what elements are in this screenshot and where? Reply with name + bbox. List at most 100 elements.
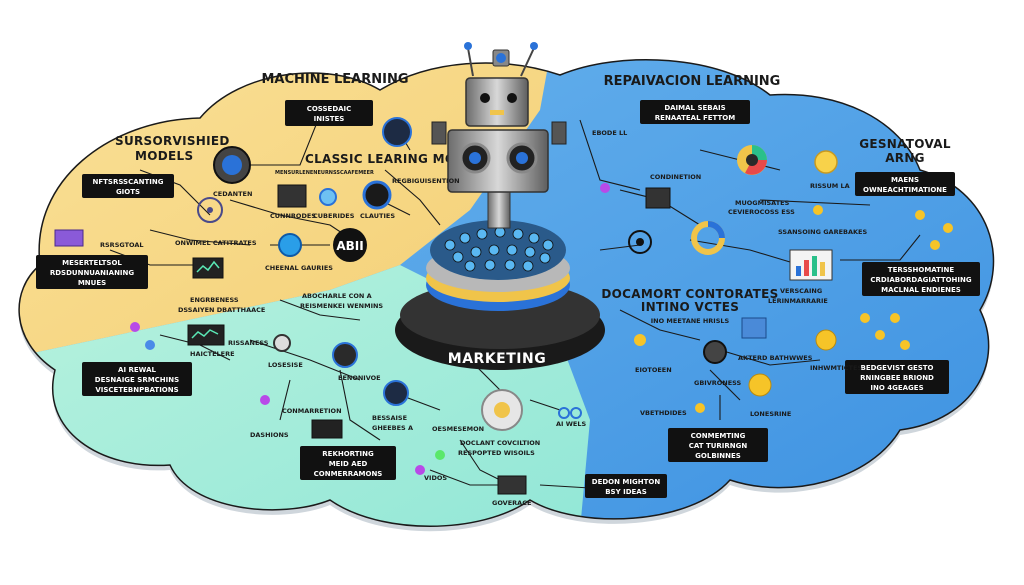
box-nftsrs: NFTSRSSCANTING GIOTS: [82, 174, 174, 198]
label-engrbeness: ENGRBENESS: [190, 296, 239, 304]
document-sub: INO MEETANE HRISLS: [651, 317, 730, 325]
svg-text:BSY IDEAS: BSY IDEAS: [605, 488, 647, 496]
label-goverace: GOVERACE: [492, 499, 531, 507]
target-icon: [628, 230, 652, 254]
label-inhwmtictes: INHWMTICTES: [810, 364, 862, 372]
laptop-icon: [497, 475, 527, 495]
label-cunnrodes: CUNNRODES: [270, 212, 316, 220]
svg-text:DEDON MIGHTON: DEDON MIGHTON: [592, 478, 661, 486]
svg-text:DESNAIGE SRMCHINS: DESNAIGE SRMCHINS: [95, 376, 179, 384]
label-cuberides: CUBERIDES: [313, 212, 355, 220]
label-cevierocoss: CEVIEROCOSS ESS: [728, 208, 795, 216]
gear-icon: [703, 340, 727, 364]
monitor-icon: [192, 257, 224, 279]
label-rissaness: RISSANESS: [228, 339, 269, 347]
label-gbivroness: GBIVRONESS: [694, 379, 742, 387]
svg-text:MACLNAL ENDIENES: MACLNAL ENDIENES: [881, 286, 961, 294]
label-vidos: VIDOS: [424, 474, 447, 482]
box-conmemting: CONMEMTING CAT TURIRNGN GOLBINNES: [668, 428, 768, 462]
generative-title-2: ARNG: [885, 151, 925, 165]
bar-chart-icon: [789, 249, 833, 281]
svg-text:INISTES: INISTES: [314, 115, 345, 123]
label-reismenkei: REISMENKEI WENMINS: [300, 302, 383, 310]
label-gheebes: GHEEBES A: [372, 424, 413, 432]
central-robot: MARKETING: [395, 42, 605, 370]
label-verscaing: VERSCAING: [780, 287, 822, 295]
svg-text:VISCETEBNPBATIONS: VISCETEBNPBATIONS: [95, 386, 178, 394]
svg-text:RNINGBEE BRIOND: RNINGBEE BRIOND: [860, 374, 934, 382]
server-icon: [741, 317, 767, 339]
label-rissum: RISSUM LA: [810, 182, 850, 190]
robot-head: [465, 77, 529, 127]
label-cedanten: CEDANTEN: [213, 190, 252, 198]
box-reinforcement: DAIMAL SEBAIS RENAATEAL FETTOM: [640, 100, 750, 124]
generative-title: GESNATOVAL: [859, 137, 951, 151]
svg-text:COSSEDAIC: COSSEDAIC: [307, 105, 352, 113]
chip-icon: [383, 380, 409, 406]
circuit-icon: [645, 187, 671, 209]
node-dots: [130, 183, 823, 475]
box-bedgevist: BEDGEVIST GESTO RNINGBEE BRIOND INO 4GEA…: [845, 360, 949, 394]
label-vbethdides: VBETHDIDES: [640, 409, 687, 417]
svg-text:TERSSHOMATINE: TERSSHOMATINE: [888, 266, 955, 274]
label-lerinmarrarie: LERINMARRARIE: [768, 297, 828, 305]
chain-links-icon: [558, 407, 582, 419]
svg-text:BEDGEVIST GESTO: BEDGEVIST GESTO: [860, 364, 933, 372]
abii-label: ABII: [336, 239, 363, 253]
box-ai-rewal: AI REWAL DESNAIGE SRMCHINS VISCETEBNPBAT…: [82, 362, 192, 396]
svg-text:GOLBINNES: GOLBINNES: [695, 452, 741, 460]
dashboard-icon: [187, 324, 225, 346]
svg-text:CRDIABORDAGIATTOHING: CRDIABORDAGIATTOHING: [870, 276, 971, 284]
label-conduction: CONDINETION: [650, 173, 701, 181]
box-tersshomatine: TERSSHOMATINE CRDIABORDAGIATTOHING MACLN…: [862, 262, 980, 296]
stack-icon: [54, 229, 84, 247]
label-oesmesemon: OESMESEMON: [432, 425, 484, 433]
big-gear-icon: [481, 389, 523, 431]
label-lonesrine: LONESRINE: [750, 410, 791, 418]
molecule-icon: [319, 188, 337, 206]
svg-text:NFTSRSSCANTING: NFTSRSSCANTING: [92, 178, 163, 186]
label-ssansoing: SSANSOING GAREBAKES: [778, 228, 867, 236]
cube-icon: [277, 184, 307, 208]
label-regbiguisention: REGBIGUISENTION: [392, 177, 460, 185]
label-respopted: RESPOPTED WISOILS: [458, 449, 535, 457]
box-rekhorting: REKHORTING MEID AED CONMERRAMONS: [300, 446, 396, 480]
box-generative: MAENS OWNEACHTIMATIONE: [855, 172, 955, 196]
label-onwimel: ONWIMEL CATITRATES: [175, 239, 257, 247]
label-muogmisates: MUOGMISATES: [735, 199, 790, 207]
donut-chart-icon: [691, 221, 725, 255]
svg-text:CONMERRAMONS: CONMERRAMONS: [314, 470, 383, 478]
label-dashions: DASHIONS: [250, 431, 289, 439]
magnifier-icon: [273, 334, 291, 352]
svg-text:RDSDUNNUANIANING: RDSDUNNUANIANING: [50, 269, 135, 277]
document-title-2: INTINO VCTES: [641, 300, 739, 314]
abii-chip-icon: ABII: [333, 228, 367, 262]
svg-text:CONMEMTING: CONMEMTING: [691, 432, 746, 440]
document-title: DOCAMORT CONTORATES: [601, 287, 778, 301]
label-cheenal: CHEENAL GAURIES: [265, 264, 333, 272]
label-conmarretion: CONMARRETION: [282, 407, 342, 415]
label-losesise: LOSESISE: [268, 361, 303, 369]
cloud-outline: [18, 59, 995, 527]
video-player-icon: [311, 419, 343, 439]
svg-text:GIOTS: GIOTS: [116, 188, 140, 196]
svg-text:MEID AED: MEID AED: [329, 460, 368, 468]
ml-title: MACHINE LEARNING: [261, 72, 408, 87]
reinforcement-title: REPAIVACION LEARNING: [604, 74, 781, 89]
label-eenonivoe: EENONIVOE: [338, 374, 381, 382]
lightbulb-icon: [814, 150, 838, 174]
target-icon: [332, 342, 358, 368]
label-haictelere: HAICTELERE: [190, 350, 235, 358]
node-labels: CEDANTEN CUNNRODES CUBERIDES CLAUTIES RE…: [100, 129, 867, 507]
brain-chip-icon: [382, 117, 412, 147]
classic-title: CLASSIC LEARING MODELS: [305, 152, 491, 166]
label-dssaiyen: DSSAIYEN DBATTHAACE: [178, 306, 265, 314]
svg-text:REKHORTING: REKHORTING: [322, 450, 374, 458]
box-ml: COSSEDAIC INISTES: [285, 100, 373, 126]
supervised-title: SURSORVISHIED: [115, 134, 230, 148]
label-clauties: CLAUTIES: [360, 212, 395, 220]
svg-text:MNUES: MNUES: [78, 279, 106, 287]
label-akterd: AKTERD BATHWWES: [738, 354, 813, 362]
